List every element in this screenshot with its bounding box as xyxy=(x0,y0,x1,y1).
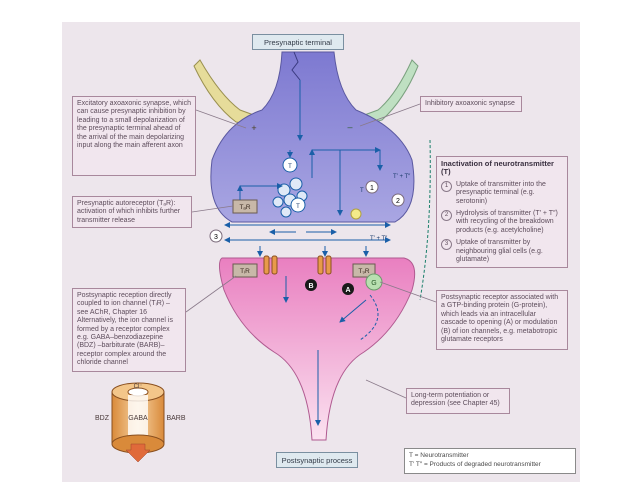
plus-sign: + xyxy=(251,123,256,133)
inactivation-num: 3 xyxy=(441,239,452,251)
dashed-ltp xyxy=(419,139,431,301)
g-protein xyxy=(365,273,383,291)
cl-label: Cl⁻ xyxy=(134,384,143,390)
inactivation-item: 2 Hydrolysis of transmitter (T′ + T″) wi… xyxy=(441,210,563,235)
reuptake-transporter xyxy=(350,208,362,220)
inactivation-text: Uptake of transmitter by neighbouring gl… xyxy=(456,239,543,264)
step-3: 3 xyxy=(214,234,218,241)
tir-label: TᵢR xyxy=(240,268,250,275)
dashed-cascade xyxy=(359,294,379,341)
receptor-tir xyxy=(232,263,258,278)
ltp-note: Long-term potentiation or depression (se… xyxy=(406,388,510,414)
step-markers xyxy=(209,180,405,243)
presynaptic-terminal xyxy=(210,51,415,223)
autoreceptor-tar xyxy=(232,199,258,214)
inactivation-text: Hydrolysis of transmitter (T′ + T″) with… xyxy=(456,210,558,234)
inactivation-num: 1 xyxy=(441,180,452,192)
post-arrows xyxy=(283,276,367,426)
bdz-label: BDZ xyxy=(95,415,110,422)
inhibitory-synapse-note: Inhibitory axoaxonic synapse xyxy=(420,96,522,112)
presynaptic-terminal-title: Presynaptic terminal xyxy=(252,34,344,50)
minus-sign: – xyxy=(347,122,352,132)
gprotein-receptor-note: Postsynaptic receptor associated with a … xyxy=(436,290,568,350)
step-1: 1 xyxy=(370,185,374,192)
postsynaptic-process xyxy=(218,257,416,441)
b-label: B xyxy=(308,283,313,290)
chloride-channel-cylinder xyxy=(111,382,165,463)
transmitter-t-top xyxy=(282,157,298,173)
tprime-label-cleft: T′ + T″ xyxy=(370,236,388,242)
inactivation-num: 2 xyxy=(441,210,452,222)
receptor-tgr xyxy=(352,263,376,278)
t-label-top: T xyxy=(288,164,292,170)
inactivation-item: 1 Uptake of transmitter into the presyna… xyxy=(441,180,563,206)
postsynaptic-process-title: Postsynaptic process xyxy=(276,452,358,468)
tgr-label: T₉R xyxy=(358,268,370,275)
ion-channel-left xyxy=(263,255,278,275)
marker-a xyxy=(342,283,354,295)
legend: T = Neurotransmitter T′ T″ = Products of… xyxy=(404,448,576,474)
inactivation-panel: Inactivation of neurotransmitter (T) 1 U… xyxy=(436,156,568,268)
autoreceptor-note: Presynaptic autoreceptor (TₐR): activati… xyxy=(72,196,192,228)
inactivation-text: Uptake of transmitter into the presynapt… xyxy=(456,180,546,205)
inactivation-item: 3 Uptake of transmitter by neighbouring … xyxy=(441,239,563,264)
legend-line-1: T = Neurotransmitter xyxy=(409,452,469,459)
t-label-release: T xyxy=(296,204,300,210)
t-label-right: T xyxy=(360,188,364,194)
a-label: A xyxy=(345,287,350,294)
postsynaptic-channel-note: Postsynaptic reception directly coupled … xyxy=(72,288,186,372)
legend-line-2: T′ T″ = Products of degraded neurotransm… xyxy=(409,461,541,468)
gaba-label: GABA xyxy=(128,415,148,422)
g-label: G xyxy=(371,280,376,287)
tprime-label-top: T′ + T″ xyxy=(393,174,411,180)
ion-channel-middle xyxy=(317,255,332,275)
excitatory-synapse-note: Excitatory axoaxonic synapse, which can … xyxy=(72,96,196,176)
marker-b xyxy=(305,279,317,291)
inactivation-title: Inactivation of neurotransmitter (T) xyxy=(441,159,554,177)
barb-label: BARB xyxy=(166,415,185,422)
cleft-arrows xyxy=(224,80,391,257)
transmitter-t-release xyxy=(290,197,306,213)
step-2: 2 xyxy=(396,198,400,205)
tar-label: TₐR xyxy=(239,204,250,211)
connector-lines xyxy=(185,45,437,399)
axon-zigzag xyxy=(291,51,301,81)
